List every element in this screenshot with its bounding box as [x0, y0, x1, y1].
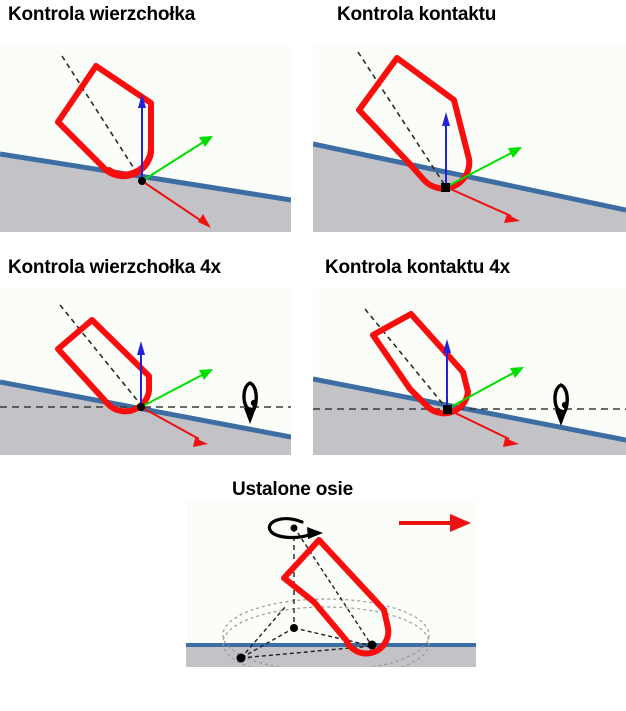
ground-fill	[313, 144, 626, 232]
panel-vertex-control-4x	[0, 287, 291, 455]
normal-arrow-head	[137, 341, 145, 355]
tool-axis-dashed	[61, 55, 143, 182]
tripod-foot-dot	[236, 653, 246, 663]
tool-body	[356, 55, 473, 192]
panel-fixed-axes	[186, 500, 476, 667]
rotation-arrow-head	[244, 408, 256, 424]
rotation-symbol	[553, 383, 569, 426]
ground-fill	[186, 646, 476, 667]
contact-point	[138, 177, 146, 185]
rotation-symbol	[242, 381, 258, 424]
cone-ellipse-lower	[222, 606, 430, 667]
feed-arrow-shaft	[141, 180, 204, 223]
panel-vertex-control	[0, 44, 291, 232]
tripod-leg-upper	[240, 605, 287, 659]
tool-axis-dashed	[293, 526, 373, 647]
tripod-leg-right	[293, 627, 373, 647]
rotation-axis-dot	[250, 399, 258, 407]
cone-ellipse-upper	[222, 598, 430, 667]
tangent-arrow-head	[508, 147, 522, 158]
tangent-arrow-shaft	[141, 140, 206, 182]
feed-arrow-shaft	[140, 406, 200, 440]
feed-arrow-head	[504, 214, 520, 223]
feed-arrow-shaft	[446, 408, 510, 440]
ground-fill	[0, 382, 291, 455]
spin-arrow-head	[307, 527, 323, 539]
panel-title-fixed-axes: Ustalone osie	[232, 479, 353, 500]
panel-title-contact-control-4x: Kontrola kontaktu 4x	[325, 257, 510, 278]
diagram-contact-control-4x	[313, 308, 626, 455]
ground-fill	[0, 154, 291, 232]
tripod-leg-left	[240, 627, 295, 659]
tangent-arrow-head	[510, 367, 524, 378]
panel-contact-control-4x	[313, 287, 626, 455]
tangent-arrow-head	[199, 136, 213, 147]
panel-contact-control	[313, 44, 626, 232]
tangent-arrow-shaft	[140, 373, 205, 408]
tool-axis-dashed	[59, 304, 142, 406]
diagram-vertex-control	[0, 55, 291, 232]
tangent-arrow-shaft	[445, 151, 514, 188]
tool-body	[55, 317, 152, 415]
surface-line	[0, 151, 291, 203]
tool-axis-dashed	[364, 308, 448, 410]
spin-axis-top-dot	[290, 524, 298, 532]
contact-point	[441, 183, 450, 192]
travel-arrow	[399, 514, 471, 532]
tool-contact-dot	[367, 640, 377, 650]
spin-symbol	[267, 517, 323, 540]
normal-arrow-head	[443, 339, 451, 353]
tangent-arrow-shaft	[446, 371, 516, 410]
rotation-arrow-head	[555, 410, 567, 426]
rotation-axis-dot	[561, 401, 569, 409]
panel-title-vertex-control: Kontrola wierzchołka	[8, 4, 196, 25]
feed-arrow-head	[503, 438, 519, 447]
tool-body	[281, 537, 392, 657]
ground-fill	[313, 379, 626, 455]
diagram-contact-control	[313, 51, 626, 232]
panel-title-contact-control: Kontrola kontaktu	[337, 4, 497, 25]
feed-arrow-shaft	[445, 186, 512, 217]
tangent-arrow-head	[199, 369, 213, 380]
panel-title-vertex-control-4x: Kontrola wierzchołka 4x	[8, 257, 221, 278]
travel-arrow-head	[450, 514, 471, 532]
normal-arrow-head	[138, 94, 146, 108]
contact-point	[137, 403, 145, 411]
normal-arrow-head	[442, 112, 450, 126]
panel-background-fixed-axes	[186, 500, 476, 667]
diagram-fixed-axes	[186, 514, 476, 667]
diagram-vertex-control-4x	[0, 304, 291, 455]
tripod-base-edge	[240, 645, 373, 659]
tool-tip-round	[106, 145, 154, 178]
feed-arrow-head	[193, 438, 208, 447]
cone-apex-dot	[290, 624, 298, 632]
surface-line	[313, 141, 626, 213]
tool-body	[55, 63, 154, 180]
feed-arrow-head	[198, 214, 211, 228]
contact-point	[443, 405, 452, 414]
